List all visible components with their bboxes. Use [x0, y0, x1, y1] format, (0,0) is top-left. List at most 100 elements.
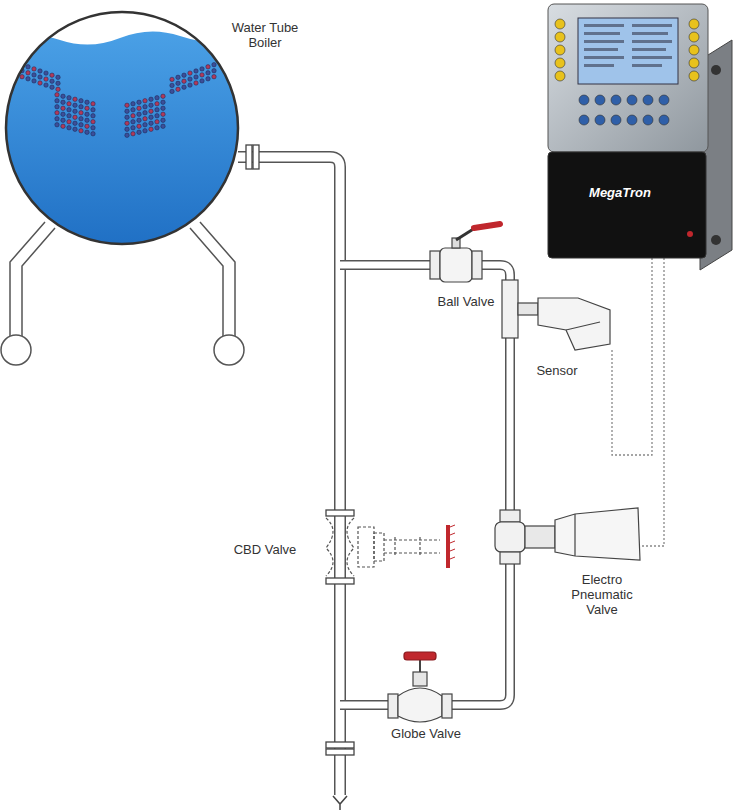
tube-dot	[26, 77, 30, 81]
control-button	[689, 71, 699, 81]
tube-dot	[143, 117, 147, 121]
cbd-handwheel	[446, 525, 450, 568]
globe-valve	[388, 652, 452, 722]
tube-dot	[44, 77, 48, 81]
tube-dot	[55, 117, 59, 121]
tube-dot	[194, 69, 198, 73]
tube-dot	[79, 117, 83, 121]
control-button	[689, 45, 699, 55]
tube-dot	[188, 77, 192, 81]
tube-dot	[194, 75, 198, 79]
tube-dot	[176, 75, 180, 79]
tube-dot	[85, 112, 89, 116]
tube-dot	[143, 111, 147, 115]
tube-dot	[67, 120, 71, 124]
tube-dot	[50, 79, 54, 83]
tube-dot	[73, 121, 77, 125]
tube-dot	[85, 124, 89, 128]
tube-dot	[73, 115, 77, 119]
tube-dot	[61, 106, 65, 110]
flanges	[246, 145, 354, 755]
tube-dot	[182, 85, 186, 89]
tube-dot	[155, 120, 159, 124]
tube-dot	[79, 111, 83, 115]
control-button	[689, 19, 699, 29]
tube-dot	[44, 83, 48, 87]
tube-dot	[125, 103, 129, 107]
tube-dot	[73, 103, 77, 107]
tube-dot	[170, 83, 174, 87]
part-label: Sensor	[522, 363, 592, 378]
tube-dot	[155, 114, 159, 118]
cbd-handwheel-grip	[450, 525, 455, 559]
tube-dot	[212, 75, 216, 79]
tube-dot	[149, 109, 153, 113]
tube-dot	[55, 99, 59, 103]
tube-dot	[85, 106, 89, 110]
tube-dot	[91, 102, 95, 106]
tube-dot	[14, 66, 18, 70]
tube-dot	[73, 127, 77, 131]
tube-dot	[55, 111, 59, 115]
tube-dot	[61, 94, 65, 98]
tube-dot	[67, 126, 71, 130]
sensor	[502, 280, 610, 350]
tube-dot	[149, 127, 153, 131]
tube-dot	[56, 87, 60, 91]
part-label: Globe Valve	[381, 726, 471, 741]
tube-dot	[50, 73, 54, 77]
tube-dot	[143, 129, 147, 133]
tube-dot	[38, 81, 42, 85]
control-button	[555, 71, 565, 81]
tube-dot	[55, 93, 59, 97]
tube-dot	[176, 87, 180, 91]
tube-dot	[73, 97, 77, 101]
tube-dot	[38, 75, 42, 79]
tube-dot	[20, 75, 24, 79]
part-label: Ball Valve	[421, 294, 511, 309]
tube-dot	[26, 65, 30, 69]
tube-dot	[91, 108, 95, 112]
part-label: CBD Valve	[220, 542, 310, 557]
tube-dot	[50, 85, 54, 89]
electro-pneumatic-valve	[495, 508, 640, 564]
tube-dot	[61, 124, 65, 128]
tube-dot	[79, 123, 83, 127]
tube-dot	[206, 71, 210, 75]
tube-dot	[55, 123, 59, 127]
control-button	[643, 115, 653, 125]
tube-dot	[38, 69, 42, 73]
tube-dot	[212, 62, 216, 66]
control-button	[555, 58, 565, 68]
control-button	[689, 32, 699, 42]
tube-dot	[137, 130, 141, 134]
tube-dot	[212, 69, 216, 73]
tube-dot	[79, 105, 83, 109]
tube-dot	[14, 60, 18, 64]
tube-dot	[67, 102, 71, 106]
tube-dot	[131, 114, 135, 118]
tube-dot	[161, 118, 165, 122]
tube-dot	[176, 81, 180, 85]
tube-dot	[200, 73, 204, 77]
tube-dot	[194, 81, 198, 85]
tube-dot	[32, 79, 36, 83]
tube-dot	[55, 105, 59, 109]
part-label: Electro Pneumatic Valve	[564, 572, 640, 617]
controller	[548, 4, 732, 270]
tube-dot	[182, 73, 186, 77]
pipework	[238, 157, 510, 795]
tube-dot	[73, 109, 77, 113]
tube-dot	[137, 118, 141, 122]
tube-dot	[125, 109, 129, 113]
control-button	[689, 58, 699, 68]
tube-dot	[85, 118, 89, 122]
control-button	[611, 115, 621, 125]
tube-dot	[143, 105, 147, 109]
control-button	[555, 45, 565, 55]
ball-valve	[430, 224, 500, 282]
control-button	[595, 115, 605, 125]
tube-dot	[155, 108, 159, 112]
tube-dot	[61, 118, 65, 122]
tube-dot	[67, 114, 71, 118]
